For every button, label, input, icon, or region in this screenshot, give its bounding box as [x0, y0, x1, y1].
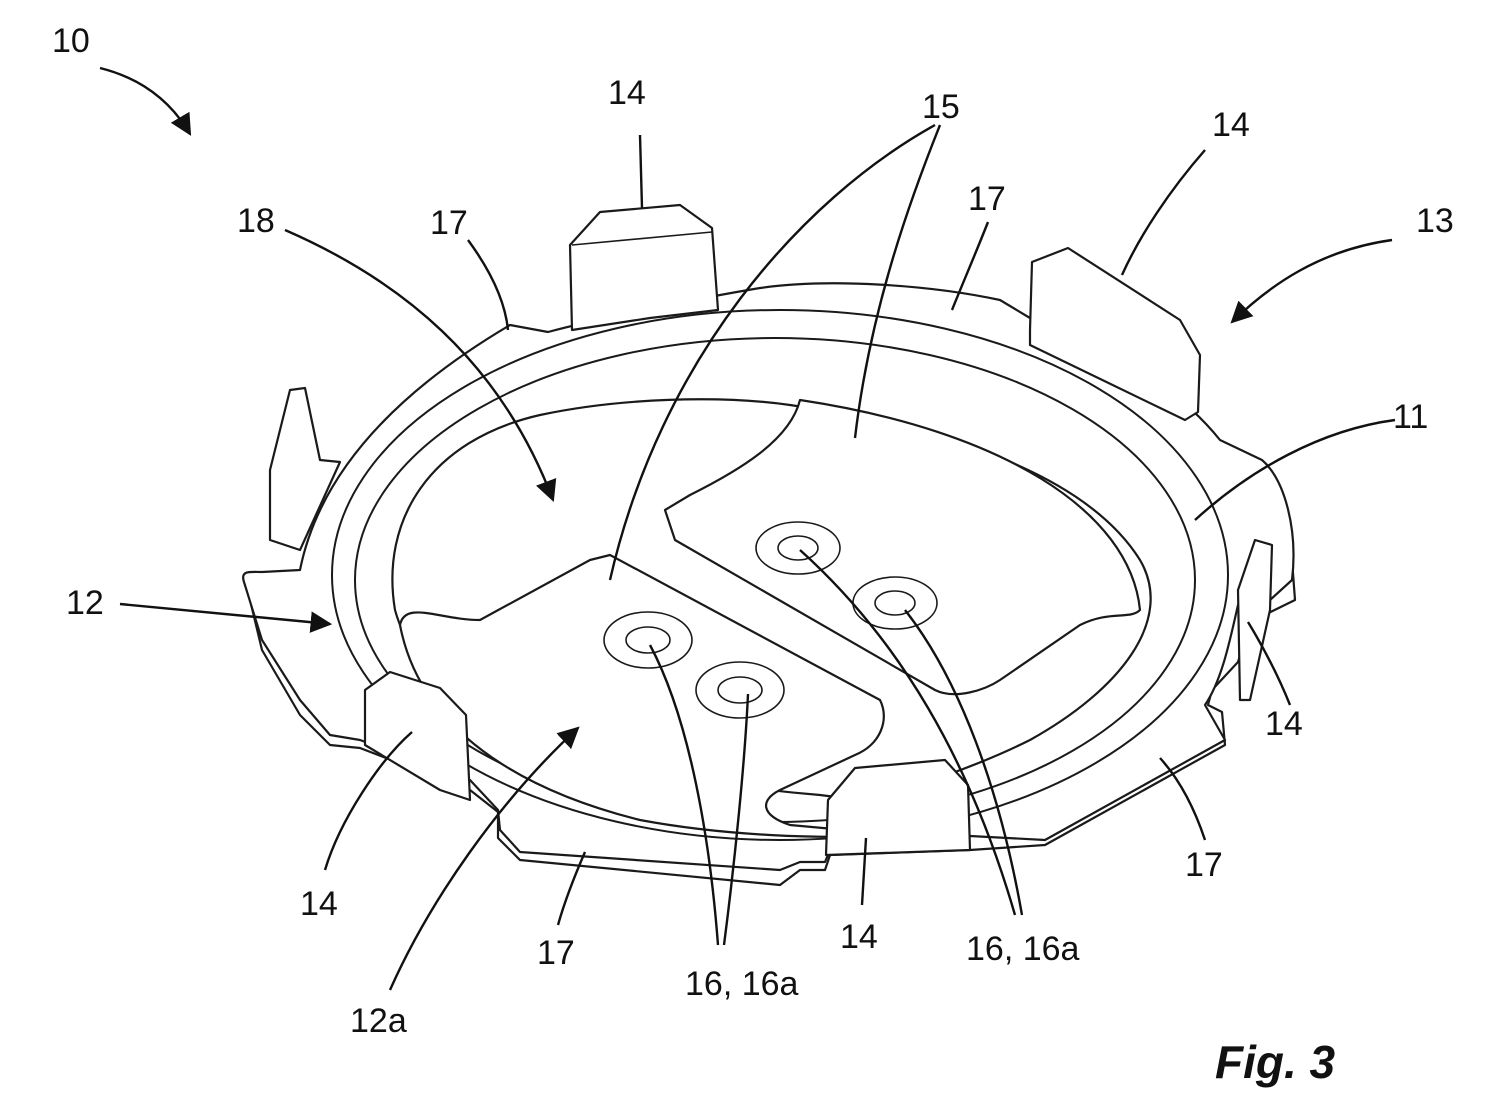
ring-part-drawing [243, 205, 1295, 885]
label-12a: 12a [350, 1002, 407, 1040]
label-11: 11 [1393, 398, 1428, 436]
leader-17-topleft [468, 240, 508, 330]
label-17-topright: 17 [968, 180, 1006, 218]
label-16-right: 16, 16a [966, 930, 1080, 968]
label-14-top: 14 [608, 74, 646, 112]
label-14-right: 14 [1265, 705, 1303, 743]
label-17-topleft: 17 [430, 204, 468, 242]
tab-top [570, 205, 718, 330]
label-10: 10 [52, 22, 90, 60]
leader-14-topright [1122, 150, 1205, 275]
leader-10 [100, 68, 190, 134]
label-14-topright: 14 [1212, 106, 1250, 144]
label-14-bottom: 14 [840, 918, 878, 956]
leader-14-top [640, 135, 642, 208]
label-12: 12 [66, 584, 104, 622]
label-17-bottomright: 17 [1185, 846, 1223, 884]
leader-13 [1232, 240, 1392, 322]
figure-caption: Fig. 3 [1215, 1036, 1336, 1088]
label-13: 13 [1416, 202, 1454, 240]
label-15: 15 [922, 88, 960, 126]
label-16-left: 16, 16a [685, 965, 799, 1003]
label-14-left: 14 [300, 885, 338, 923]
label-17-bottom: 17 [537, 934, 575, 972]
label-18: 18 [237, 202, 275, 240]
